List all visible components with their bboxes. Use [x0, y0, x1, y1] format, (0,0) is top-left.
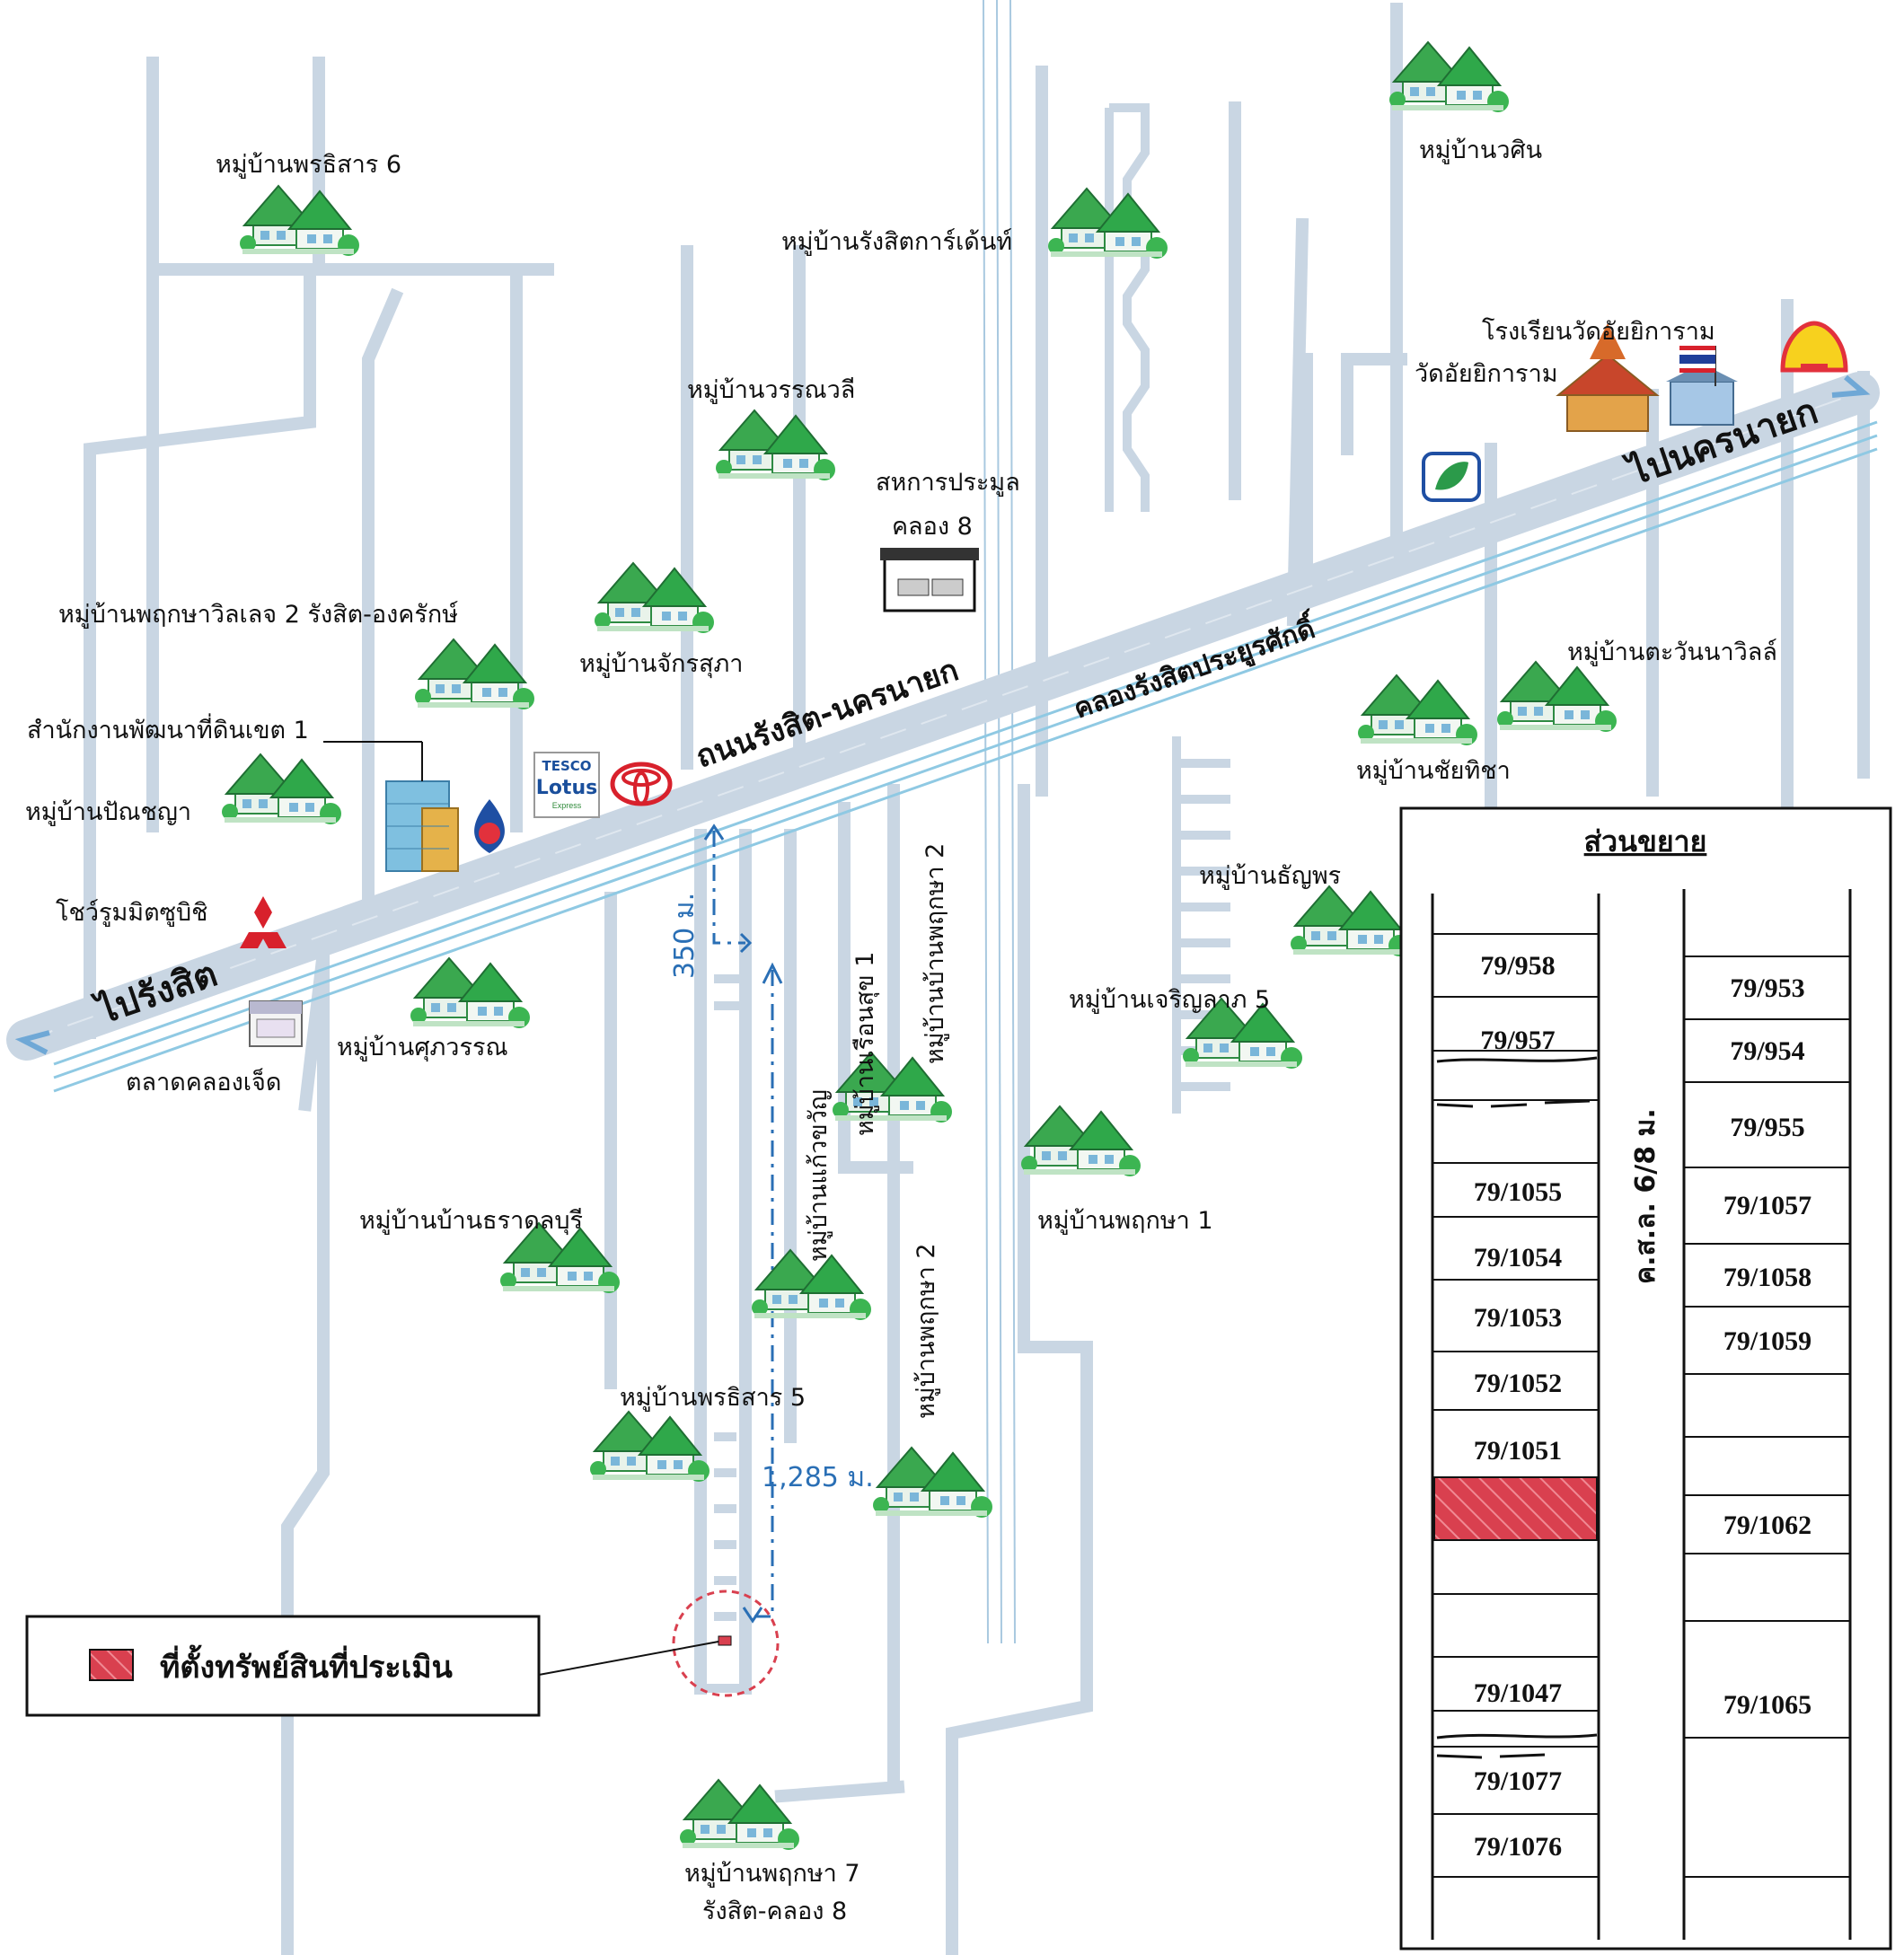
subject-location-circle [672, 1590, 780, 1697]
village-label: หมู่บ้านศุภวรรณ [337, 1034, 508, 1062]
village-label: หมู่บ้านพรธิสาร 5 [620, 1384, 806, 1412]
ptt-logo [474, 799, 505, 853]
school-icon [1666, 364, 1738, 426]
village-label: หมู่บ้านบ้านพฤกษา 2 [921, 843, 949, 1064]
coop-label-2: คลอง 8 [892, 513, 973, 541]
plot-number: 79/1054 [1474, 1243, 1562, 1273]
market-icon [249, 1000, 303, 1047]
building-icon [385, 780, 459, 872]
village-label: หมู่บ้านพฤกษา 7 [684, 1860, 860, 1888]
village-labels: หมู่บ้านพรธิสาร 6 หมู่บ้านรังสิตการ์เด้น… [25, 136, 1777, 1925]
thai-flag-icon [1679, 346, 1716, 386]
village-label: รังสิต-คลอง 8 [702, 1898, 847, 1925]
legend: ที่ตั้งทรัพย์สินที่ประเมิน [25, 1615, 541, 1717]
plot-number: 79/1077 [1474, 1766, 1562, 1796]
plot-number: 79/1076 [1474, 1832, 1562, 1862]
svg-text:Express: Express [552, 801, 582, 810]
village-label: หมู่บ้านเรือนสุข 1 [851, 952, 880, 1136]
village-label: หมู่บ้านพรธิสาร 6 [216, 151, 401, 179]
plot-number: 79/1055 [1474, 1177, 1562, 1207]
house-icon [1357, 674, 1478, 746]
main-road [6, 372, 1880, 1093]
distance-arrows [703, 823, 783, 1624]
landmark-labels: โรงเรียนวัดอัยยิการาม วัดอัยยิการาม สหกา… [27, 318, 1715, 1096]
temple-icon [1556, 323, 1660, 432]
plot-number: 79/954 [1730, 1036, 1804, 1066]
to-rangsit-label: ไปรังสิต [89, 952, 223, 1033]
village-label: หมู่บ้านจักรสุภา [579, 650, 743, 679]
property-soi [696, 974, 750, 1693]
plot-number: 79/953 [1730, 973, 1804, 1003]
plot-number: 79/1062 [1723, 1510, 1811, 1540]
village-label: หมู่บ้านเจริญลาภ 5 [1069, 986, 1270, 1014]
soi-label: ค.ส.ล. 6/8 ม. [1630, 1108, 1662, 1284]
house-icon [1290, 885, 1411, 957]
legend-text: ที่ตั้งทรัพย์สินที่ประเมิน [160, 1644, 453, 1686]
village-label: หมู่บ้านพฤกษา 1 [1037, 1207, 1213, 1235]
svg-text:TESCO: TESCO [542, 758, 591, 774]
tesco-lotus-logo: TESCO Lotus Express [533, 752, 600, 818]
village-label: หมู่บ้านปัณชญา [25, 798, 191, 826]
distance-350-label: 350 ม. [669, 893, 701, 979]
plot-number: 79/1052 [1474, 1369, 1562, 1398]
plot-number: 79/1047 [1474, 1678, 1562, 1708]
house-icon [239, 185, 360, 257]
market-label: ตลาดคลองเจ็ด [126, 1066, 281, 1096]
plot-number: 79/1051 [1474, 1436, 1562, 1466]
village-label: หมู่บ้านวศิน [1419, 136, 1542, 164]
inset-panel: ส่วนขยาย [1399, 806, 1892, 1951]
inset-title: ส่วนขยาย [1584, 824, 1707, 859]
shell-logo [1780, 321, 1848, 373]
temple-label: วัดอัยยิการาม [1415, 360, 1558, 388]
house-icon [221, 753, 342, 825]
village-label: หมู่บ้านบ้านธราดลบุรี [359, 1207, 583, 1236]
canal-lines [983, 0, 1016, 1644]
svg-text:Lotus: Lotus [536, 777, 597, 799]
village-label: หมู่บ้านรังสิตการ์เด้นท์ [781, 227, 1012, 256]
land-office-label: สำนักงานพัฒนาที่ดินเขต 1 [27, 713, 309, 744]
village-label: หมู่บ้านชัยทิชา [1356, 757, 1511, 785]
zigzag-road [1105, 103, 1150, 512]
plot-number: 79/1057 [1723, 1191, 1811, 1220]
village-label: หมู่บ้านตะวันนาวิลล์ [1567, 638, 1777, 666]
plot-number: 79/1058 [1723, 1263, 1811, 1292]
plot-number: 79/957 [1480, 1026, 1555, 1055]
toyota-logo [610, 762, 673, 806]
plot-number: 79/955 [1730, 1113, 1804, 1142]
plot-number: 79/1065 [1723, 1690, 1811, 1720]
bangchak-logo [1422, 452, 1481, 502]
car-auction-icon [880, 548, 979, 612]
legend-pointer-line [538, 1641, 719, 1676]
school-label: โรงเรียนวัดอัยยิการาม [1482, 318, 1715, 346]
plot-number: 79/958 [1480, 951, 1555, 981]
plot-number: 79/1053 [1474, 1303, 1562, 1333]
legend-swatch [89, 1649, 134, 1681]
house-icon [715, 409, 836, 481]
house-icon [410, 957, 531, 1029]
house-icon [589, 1411, 710, 1483]
house-icon [1388, 41, 1510, 113]
mitsubishi-logo [240, 896, 286, 948]
house-icon [1496, 661, 1618, 733]
subject-plot [1433, 1476, 1598, 1541]
coop-label: สหการประมูล [876, 469, 1020, 497]
village-label: หมู่บ้านธัญพร [1199, 862, 1341, 890]
showroom-label: โชว์รูมมิตซูบิชิ [56, 898, 207, 927]
distance-1285-label: 1,285 ม. [762, 1462, 874, 1493]
village-label: หมู่บ้านวรรณวลี [687, 376, 855, 404]
village-label: หมู่บ้านแก้วขวัญ [805, 1089, 833, 1262]
subject-location-marker [718, 1635, 732, 1646]
house-icon [1020, 1105, 1142, 1177]
village-label: หมู่บ้านพฤกษา 2 [912, 1243, 940, 1419]
village-label: หมู่บ้านพฤกษาวิลเลจ 2 รังสิต-องครักษ์ [58, 600, 459, 629]
house-icon [594, 562, 715, 634]
plot-number: 79/1059 [1723, 1326, 1811, 1356]
